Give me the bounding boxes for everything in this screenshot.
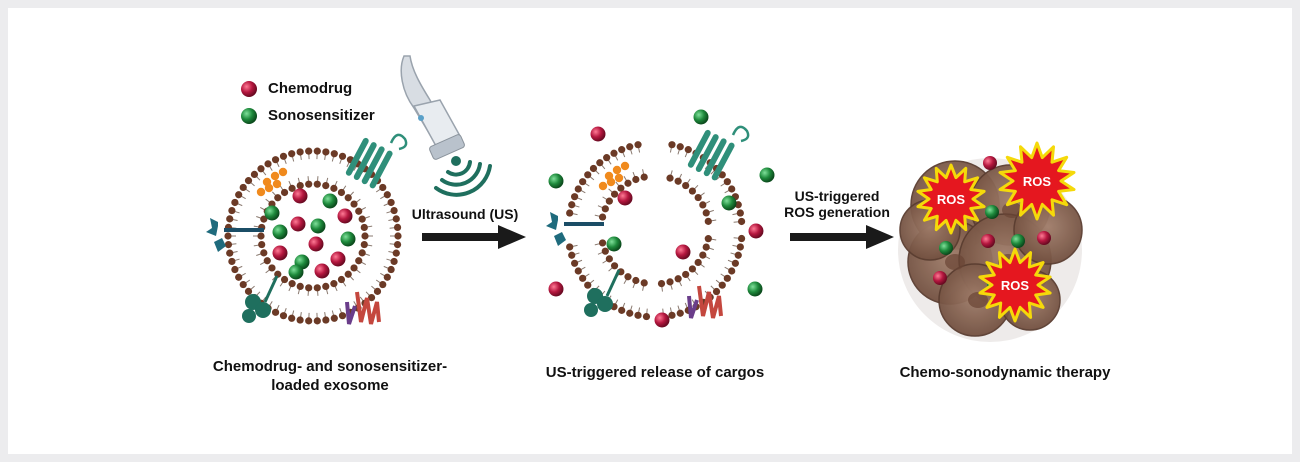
released-particle (693, 109, 709, 125)
chemodrug-particle (337, 208, 353, 224)
released-particle (759, 167, 775, 183)
chemodrug-particle (308, 236, 324, 252)
ros-text: ROS (1001, 278, 1030, 293)
caption-left-line1: Chemodrug- and sonosensitizer- (212, 358, 448, 375)
ros-generation-label: US-triggered ROS generation (772, 188, 902, 220)
arrow-release (422, 225, 526, 249)
sonosensitizer-particle (1011, 234, 1025, 248)
chemodrug-particle (675, 244, 691, 260)
ros-burst-left: ROS (916, 163, 986, 235)
ros-text: ROS (937, 192, 966, 207)
membrane-channel-protein (687, 285, 723, 319)
caption-loaded-exosome: Chemodrug- and sonosensitizer- loaded ex… (170, 357, 490, 395)
chemodrug-particle (314, 263, 330, 279)
legend-chemodrug-dot (241, 81, 257, 97)
ros-generation-line1: US-triggered (794, 188, 880, 204)
ultrasound-probe-icon (400, 55, 465, 160)
chemodrug-particle (292, 188, 308, 204)
caption-therapy: Chemo-sonodynamic therapy (899, 364, 1111, 381)
chemodrug-particle (983, 156, 997, 170)
membrane-protein-cluster (598, 161, 630, 191)
ros-text: ROS (1023, 174, 1052, 189)
surface-receptor (546, 212, 604, 246)
released-particle (748, 223, 764, 239)
released-particle (654, 312, 670, 328)
chemodrug-particle (933, 271, 947, 285)
released-particle (590, 126, 606, 142)
sonosensitizer-particle (322, 193, 338, 209)
loaded-exosome (206, 133, 408, 325)
chemodrug-particle (330, 251, 346, 267)
legend-sonosensitizer-dot (241, 108, 257, 124)
sonosensitizer-particle (310, 218, 326, 234)
sonosensitizer-particle (985, 205, 999, 219)
transmembrane-protein (345, 133, 408, 189)
tetraspanin-protein (584, 269, 621, 317)
chemodrug-particle (290, 216, 306, 232)
legend-sonosensitizer-label: Sonosensitizer (268, 107, 375, 124)
ultrasound-label: Ultrasound (US) (411, 206, 519, 222)
arrow-therapy (790, 225, 894, 249)
sonosensitizer-particle (340, 231, 356, 247)
caption-release: US-triggered release of cargos (545, 364, 765, 381)
tetraspanin-protein (242, 275, 279, 323)
ros-burst-top-right: ROS (998, 141, 1076, 221)
sonosensitizer-particle (288, 264, 304, 280)
surface-receptor (206, 218, 264, 252)
sonosensitizer-particle (606, 236, 622, 252)
sonosensitizer-particle (272, 224, 288, 240)
membrane-protein-cluster (256, 167, 288, 197)
released-particle (747, 281, 763, 297)
ultrasound-waves-icon (434, 156, 492, 197)
chemodrug-particle (272, 245, 288, 261)
ros-generation-line2: ROS generation (784, 204, 890, 220)
sonosensitizer-particle (721, 195, 737, 211)
legend-chemodrug-label: Chemodrug (268, 80, 353, 97)
sonosensitizer-particle (264, 205, 280, 221)
sonosensitizer-particle (939, 241, 953, 255)
chemodrug-particle (981, 234, 995, 248)
tumor-cell-cluster: ROS ROS ROS (898, 141, 1083, 342)
transmembrane-protein (687, 125, 750, 181)
ros-burst-bottom: ROS (978, 247, 1052, 323)
disrupted-exosome (546, 109, 775, 328)
membrane-channel-protein (345, 291, 381, 325)
caption-left-line2: loaded exosome (271, 377, 389, 394)
released-particle (548, 173, 564, 189)
chemodrug-particle (1037, 231, 1051, 245)
released-particle (548, 281, 564, 297)
chemodrug-particle (617, 190, 633, 206)
